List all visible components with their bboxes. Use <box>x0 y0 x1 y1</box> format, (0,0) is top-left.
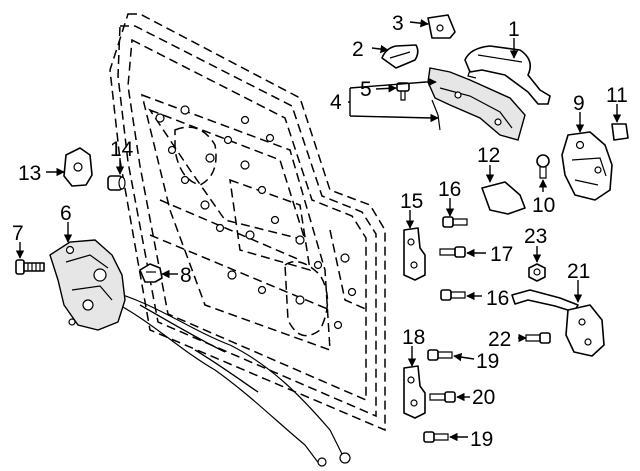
outside-handle <box>464 45 551 105</box>
callout-2: 2 <box>352 38 364 61</box>
callout-17: 17 <box>490 243 513 266</box>
bolt-16-upper <box>442 216 468 228</box>
callout-9: 9 <box>573 92 585 115</box>
callout-19a: 19 <box>476 350 499 373</box>
bolt-16-lower <box>440 289 466 301</box>
inside-handle <box>561 131 613 201</box>
bushing <box>107 175 126 191</box>
callout-5: 5 <box>360 78 372 101</box>
trim-cover <box>481 181 526 215</box>
nut-23 <box>528 263 546 282</box>
callout-16a: 16 <box>438 178 461 201</box>
callout-1: 1 <box>508 18 520 41</box>
callout-19b: 19 <box>470 428 493 451</box>
screw-5 <box>396 82 410 101</box>
bolt-20 <box>429 391 456 403</box>
callout-6: 6 <box>60 202 72 225</box>
callout-12: 12 <box>477 144 500 167</box>
lock-cables <box>104 289 351 467</box>
screw-10 <box>536 154 550 179</box>
door-check-bracket <box>63 147 93 187</box>
callout-22: 22 <box>488 328 511 351</box>
callout-20: 20 <box>472 386 495 409</box>
bolt-17 <box>439 246 466 258</box>
bolt-19-lower <box>423 431 449 443</box>
callout-15: 15 <box>400 190 423 213</box>
latch-screw <box>15 259 45 275</box>
lower-hinge <box>403 365 426 419</box>
bolt-19-upper <box>427 349 453 361</box>
screw-cap <box>611 123 629 141</box>
door-holes <box>155 105 357 330</box>
callout-21: 21 <box>567 260 590 283</box>
door-panel <box>109 13 386 432</box>
cylinder-cap <box>427 14 456 39</box>
callout-13: 13 <box>18 162 41 185</box>
callout-23: 23 <box>524 225 547 248</box>
callout-11: 11 <box>606 84 628 107</box>
callout-3: 3 <box>392 12 404 35</box>
callout-14: 14 <box>110 138 134 161</box>
callout-4: 4 <box>330 91 342 114</box>
handle-cover <box>381 44 419 69</box>
callout-numbers: 1 2 3 4 5 6 7 8 9 10 11 12 13 14 15 16 1… <box>12 12 628 451</box>
cable-clip <box>139 263 163 283</box>
door-latch <box>49 239 126 331</box>
door-check <box>511 289 605 357</box>
callout-8: 8 <box>180 264 192 287</box>
bolt-22 <box>525 332 551 344</box>
handle-bracket <box>427 67 526 141</box>
upper-hinge <box>403 227 426 281</box>
callout-16b: 16 <box>486 287 509 310</box>
leader-lines <box>15 18 622 442</box>
callout-7: 7 <box>12 222 24 245</box>
callout-18: 18 <box>402 326 425 349</box>
callout-10: 10 <box>532 194 555 217</box>
